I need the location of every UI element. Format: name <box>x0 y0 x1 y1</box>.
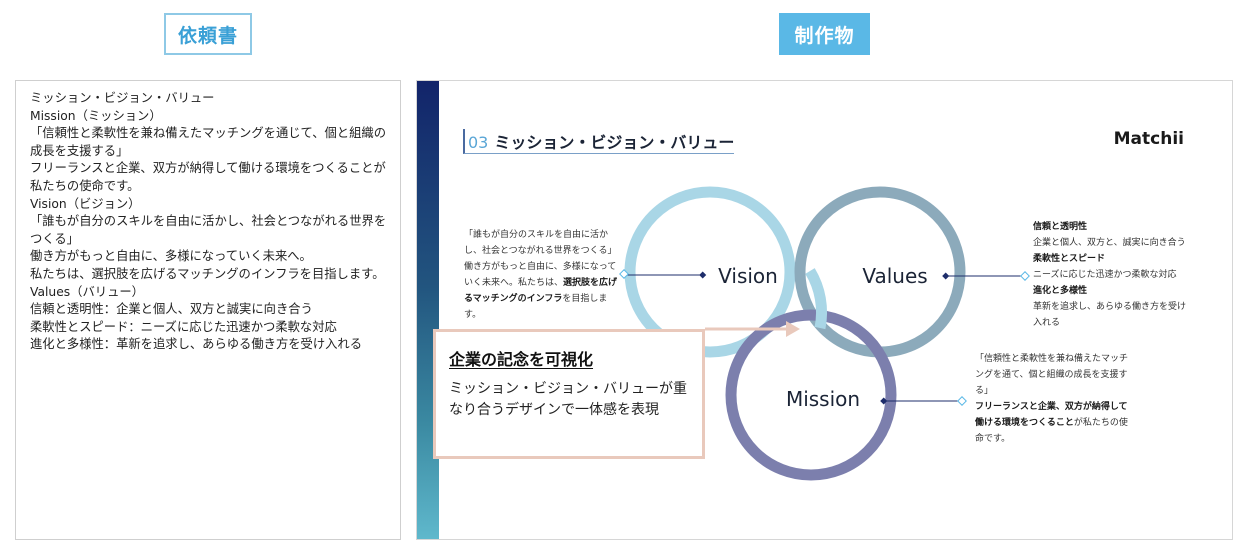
values-text-3: 革新を追求し、あらゆる働き方を受け入れる <box>1033 302 1187 328</box>
brief-line: Vision（ビジョン） <box>30 196 141 211</box>
brief-line: ミッション・ビジョン・バリュー <box>30 91 215 105</box>
values-label: Values <box>862 264 927 288</box>
mission-label: Mission <box>786 387 860 411</box>
mission-desc-bold: フリーランスと企業、双方が納得して働ける環境をつくること <box>975 402 1128 428</box>
brief-line: フリーランスと企業、双方が納得して働ける環境をつくることが私たちの使命です。 <box>30 161 386 193</box>
brief-line: 「誰もが自分のスキルを自由に活かし、社会とつながれる世界をつくる」 <box>30 214 387 246</box>
request-brief-panel: ミッション・ビジョン・バリュー Mission（ミッション） 「信頼性と柔軟性を… <box>15 80 401 540</box>
connector-node-icon <box>1020 271 1030 281</box>
connector-node-icon <box>699 271 707 279</box>
connector-node-icon <box>880 397 888 405</box>
vision-desc-text-end: を目指します。 <box>464 294 608 320</box>
values-text-2: ニーズに応じた迅速かつ柔軟な対応 <box>1033 270 1177 280</box>
connector-node-icon <box>619 269 629 279</box>
values-heading-2: 柔軟性とスピード <box>1033 254 1106 264</box>
values-description: 信頼と透明性 企業と個人、双方と、誠実に向き合う 柔軟性とスピード ニーズに応じ… <box>1033 219 1193 331</box>
slide-number: 03 <box>468 133 489 152</box>
vision-desc-text: 「誰もが自分のスキルを自由に活かし、社会とつながれる世界をつくる」働き方がもっと… <box>464 230 617 288</box>
brief-line: 「信頼性と柔軟性を兼ね備えたマッチングを通じて、個と組織の成長を支援する」 <box>30 126 386 158</box>
values-heading-3: 進化と多様性 <box>1033 286 1088 296</box>
request-tag: 依頼書 <box>164 13 252 55</box>
connector-node-icon <box>957 396 967 406</box>
design-callout: 企業の記念を可視化 ミッション・ビジョン・バリューが重なり合うデザインで一体感を… <box>433 329 705 459</box>
vision-ring <box>624 186 796 358</box>
vision-ring-overlap <box>805 268 828 330</box>
values-heading-1: 信頼と透明性 <box>1033 222 1088 232</box>
brand-logo-text: Matchii <box>1113 129 1184 149</box>
product-tag: 制作物 <box>779 13 870 55</box>
mission-ring <box>725 309 897 481</box>
callout-arrow-icon <box>786 321 800 337</box>
slide-title-text: ミッション・ビジョン・バリュー <box>494 133 735 152</box>
mission-desc-text: 「信頼性と柔軟性を兼ね備えたマッチングを通て、個と組織の成長を支援する」 <box>975 354 1129 396</box>
values-text-1: 企業と個人、双方と、誠実に向き合う <box>1033 238 1186 248</box>
brief-line: Mission（ミッション） <box>30 108 162 123</box>
callout-body: ミッション・ビジョン・バリューが重なり合うデザインで一体感を表現 <box>449 381 687 418</box>
brief-line: Values（バリュー） <box>30 284 144 299</box>
callout-title: 企業の記念を可視化 <box>449 350 594 369</box>
deliverable-slide: 03 ミッション・ビジョン・バリュー Matchii 「誰もが自分のスキルを自由に… <box>416 80 1233 540</box>
mission-desc-text-end: が私たちの使命です。 <box>975 418 1128 444</box>
vision-desc-bold: 選択肢を広げるマッチングのインフラ <box>464 278 618 304</box>
slide-title: 03 ミッション・ビジョン・バリュー <box>463 129 735 154</box>
brief-line: 柔軟性とスピード：ニーズに応じた迅速かつ柔軟な対応 <box>30 319 337 334</box>
vision-description: 「誰もが自分のスキルを自由に活かし、社会とつながれる世界をつくる」働き方がもっと… <box>464 227 620 323</box>
connector-node-icon <box>942 272 950 280</box>
mission-description: 「信頼性と柔軟性を兼ね備えたマッチングを通て、個と組織の成長を支援する」フリーラ… <box>975 351 1133 447</box>
vision-label: Vision <box>718 264 778 288</box>
mvv-venn-diagram: Vision Values Mission <box>619 186 1030 481</box>
brief-line: 進化と多様性：革新を追求し、あらゆる働き方を受け入れる <box>30 337 363 352</box>
brief-line: 私たちは、選択肢を広げるマッチングのインフラを目指します。 <box>30 266 385 281</box>
brief-line: 信頼と透明性：企業と個人、双方と誠実に向き合う <box>30 302 313 317</box>
brief-line: 働き方がもっと自由に、多様になっていく未来へ。 <box>30 249 312 264</box>
